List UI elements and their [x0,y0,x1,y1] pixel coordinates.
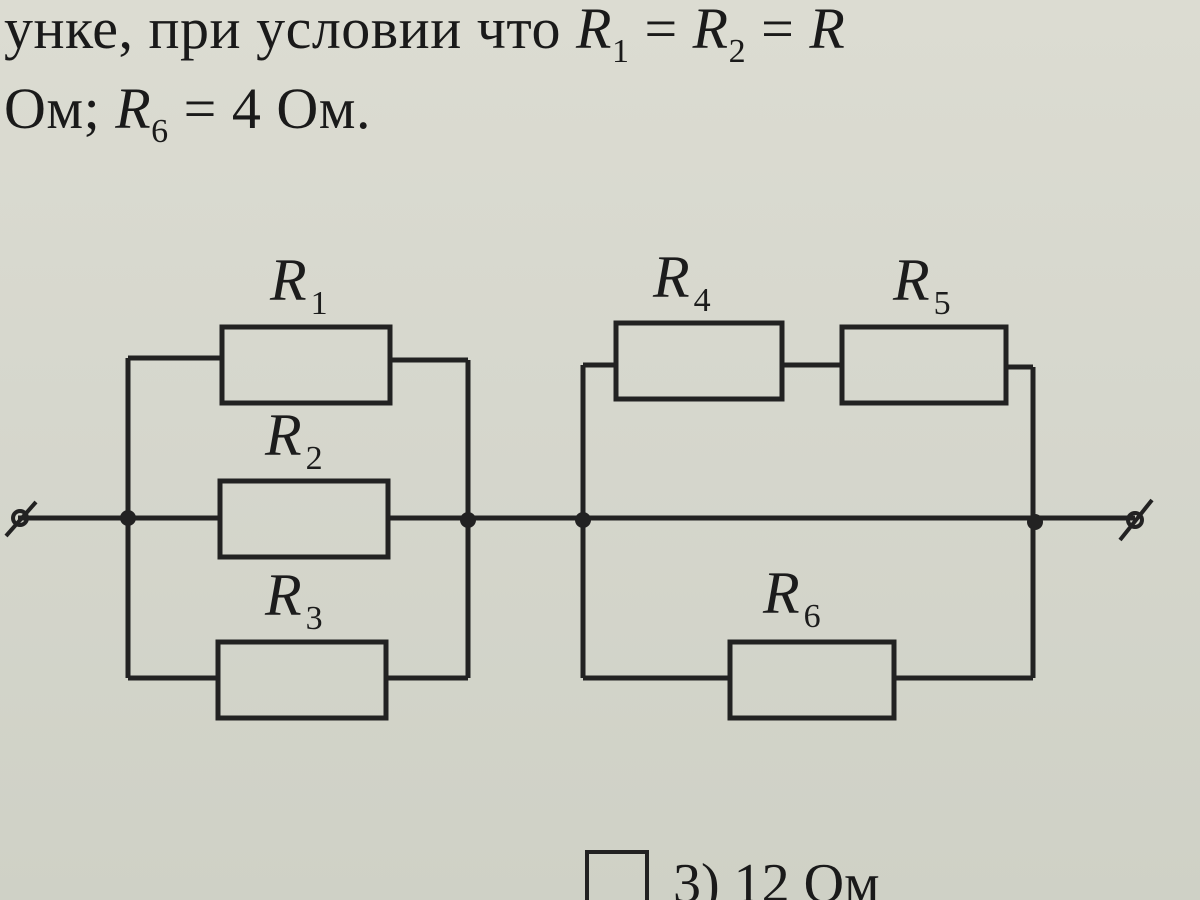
answer-option-3[interactable]: 3) 12 Ом [585,850,880,900]
resistor-r4 [613,320,785,402]
resistor-r5 [839,324,1009,406]
r1-symbol: R [576,0,612,61]
ohm-prefix: Ом; [4,76,116,141]
r6-symbol: R [115,76,152,141]
terminal-right [1118,498,1154,542]
junction-node-4 [1027,514,1043,530]
resistor-r6 [727,639,897,721]
junction-node-2 [460,512,476,528]
r1-subscript: 1 [611,33,630,70]
resistor-r1 [219,324,393,406]
junction-node-1 [120,510,136,526]
problem-text-line-1: унке, при условии что R1 = R2 = R [4,0,845,69]
problem-text-prefix: унке, при условии что [4,0,576,61]
answer-label: 3) 12 Ом [673,853,880,900]
r6-subscript: 6 [151,113,169,150]
r6-value: = 4 Ом. [168,76,371,141]
junction-node-3 [575,512,591,528]
answer-checkbox[interactable] [585,850,649,900]
terminal-left [4,500,38,538]
r2-subscript: 2 [728,33,747,70]
cut-off-symbol: R [809,0,846,61]
problem-text-line-2: Ом; R6 = 4 Ом. [4,80,371,149]
r2-symbol: R [692,0,729,61]
equals-sign-1: = [629,0,693,61]
resistor-r2 [217,478,391,560]
equals-sign-2: = [746,0,810,61]
resistor-r3 [215,639,389,721]
